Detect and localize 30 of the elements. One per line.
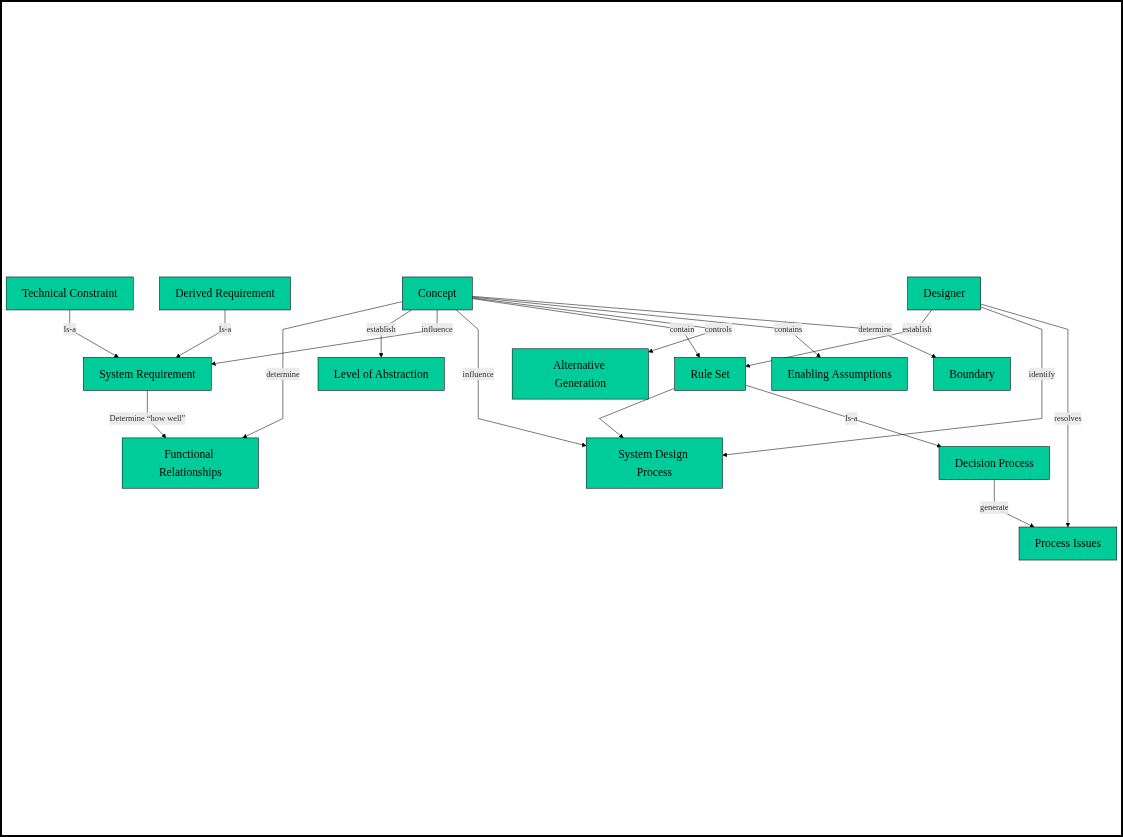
- node-box: Level of Abstraction: [317, 357, 445, 391]
- node-box: Technical Constraint: [5, 276, 134, 311]
- edge-label: Is-a: [218, 324, 232, 334]
- edge-label: resolves: [1054, 413, 1082, 423]
- edge-label: influence: [462, 369, 494, 379]
- node-box: Designer: [907, 276, 981, 311]
- node-box: Derived Requirement: [159, 276, 291, 311]
- node-box: Boundary: [933, 357, 1011, 391]
- node-box: Decision Process: [938, 446, 1050, 480]
- node-box: Process Issues: [1018, 526, 1118, 561]
- edge-label: contains: [774, 324, 803, 334]
- edge-label: Determine “how well”: [109, 413, 186, 423]
- edge-label: contain: [669, 324, 695, 334]
- edge-label: establish: [366, 324, 396, 334]
- node-box: System Requirement: [83, 357, 212, 391]
- node-box: Functional Relationships: [121, 437, 259, 489]
- edge-label: Is-a: [63, 324, 77, 334]
- node-box: Concept: [402, 276, 473, 311]
- edge-label: controls: [704, 324, 732, 334]
- edge-label: establish: [902, 324, 932, 334]
- edge-label: influence: [421, 324, 453, 334]
- node-box: Rule Set: [674, 357, 746, 391]
- edge-label: determine: [266, 369, 300, 379]
- edge-label: determine: [858, 324, 892, 334]
- node-box: Alternative Generation: [511, 348, 649, 400]
- node-box: System Design Process: [585, 437, 723, 489]
- edge-label: identify: [1028, 369, 1055, 379]
- edge-label: generate: [980, 502, 1009, 512]
- node-box: Enabling Assumptions: [771, 357, 908, 391]
- edge-label: Is-a: [845, 413, 858, 423]
